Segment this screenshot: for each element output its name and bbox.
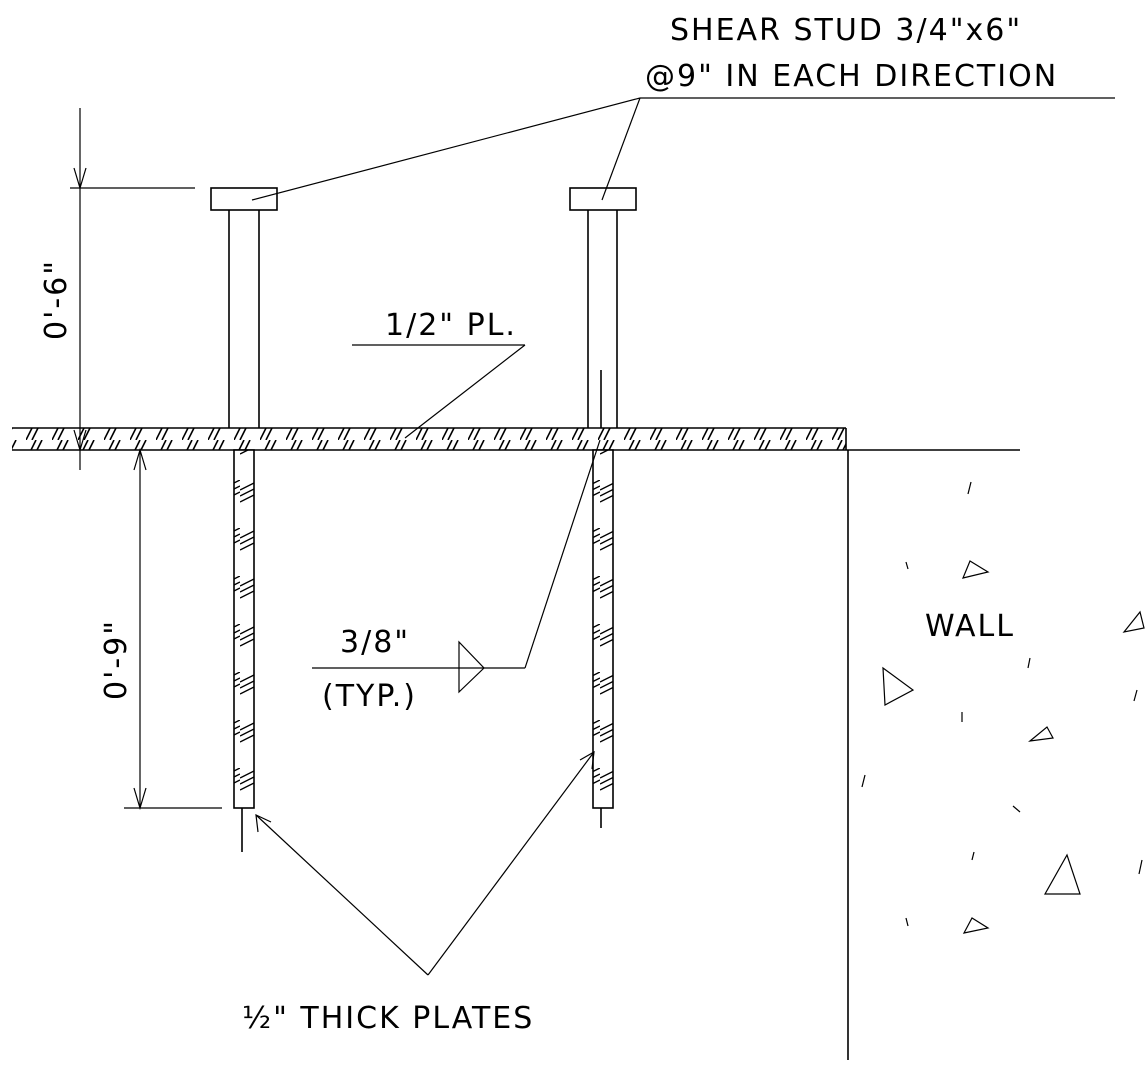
- weld-symbol: [312, 439, 601, 694]
- dimension-top: [70, 108, 195, 470]
- dimension-top-label: 0'-6": [39, 259, 74, 340]
- thick-plates-label: ½" THICK PLATES: [242, 1001, 534, 1036]
- vertical-plate-left: [233, 449, 255, 852]
- wall-label: WALL: [925, 609, 1015, 644]
- thick-plates-leader: [255, 750, 595, 976]
- weld-size-label: 3/8": [340, 625, 410, 660]
- shear-stud-label-line1: SHEAR STUD 3/4"x6": [670, 13, 1022, 48]
- shear-stud-leader: [251, 97, 1115, 201]
- horizontal-plate: [12, 427, 1020, 451]
- plate-leader: [352, 344, 526, 439]
- dimension-bottom: [124, 447, 222, 811]
- plate-label: 1/2" PL.: [385, 308, 517, 343]
- weld-typ-label: (TYP.): [322, 679, 417, 714]
- vertical-plate-right: [592, 370, 614, 828]
- shear-stud-label-line2: @9" IN EACH DIRECTION: [645, 59, 1058, 94]
- shear-stud-left: [210, 187, 278, 428]
- dimension-bottom-label: 0'-9": [99, 619, 134, 700]
- shear-stud-right: [569, 187, 637, 428]
- concrete-aggregate: [861, 481, 1145, 934]
